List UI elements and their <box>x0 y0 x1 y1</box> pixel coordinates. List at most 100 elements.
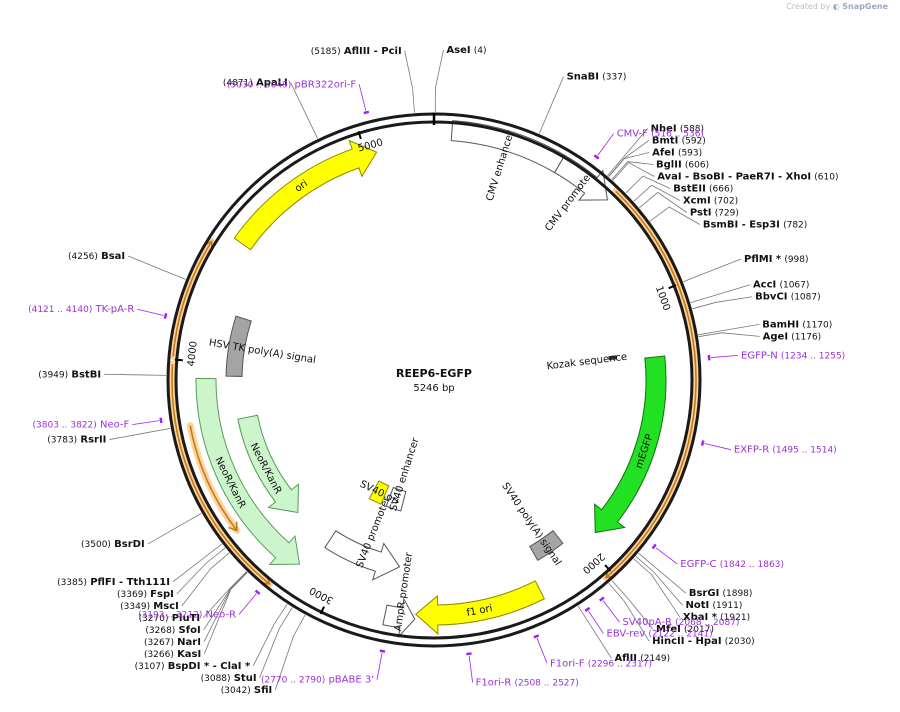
site-aflii[interactable]: AflII (2149) <box>614 653 670 664</box>
site-leader-pflfi-tth111i <box>172 543 223 583</box>
site-stui[interactable]: (3088) StuI <box>201 673 257 684</box>
site-bbvci[interactable]: BbvCI (1087) <box>755 292 820 303</box>
site-snabi[interactable]: SnaBI (337) <box>567 72 627 83</box>
primer-coords-egfp-n: (1234 .. 1255) <box>781 351 845 361</box>
site-psti[interactable]: PstI (729) <box>690 208 739 219</box>
site-name-bsrgi: BsrGI <box>689 588 719 599</box>
primer-leader-neo-f <box>132 420 160 425</box>
site-bspdi-clai[interactable]: (3107) BspDI * - ClaI * <box>135 661 251 672</box>
primer-neo-r[interactable]: (3193 .. 3212) Neo-R <box>138 610 236 621</box>
site-sfoi[interactable]: (3268) SfoI <box>145 625 200 636</box>
feature-kozak-sequence[interactable] <box>608 355 617 361</box>
site-position-bmti: (592) <box>682 137 706 147</box>
orf-line-3 <box>172 240 213 357</box>
primer-tk-pa-r[interactable]: (4121 .. 4140) TK-pA-R <box>28 304 134 315</box>
site-position-pflmi: (998) <box>784 255 808 265</box>
site-position-stui: (3088) <box>201 674 231 684</box>
feature-cmv-promoter-1[interactable] <box>554 154 608 201</box>
site-bsrdi[interactable]: (3500) BsrDI <box>81 539 145 550</box>
site-name-hincii-hpai: HincII - HpaI <box>652 636 721 647</box>
feature-sv40-poly-a-signal-4[interactable] <box>529 529 564 561</box>
primer-exfp-r[interactable]: EXFP-R (1495 .. 1514) <box>734 445 837 456</box>
feature-sv40-ori-9[interactable] <box>368 480 390 505</box>
primer-name-neo-f: Neo-F <box>100 420 130 431</box>
site-bsai[interactable]: (4256) BsaI <box>68 251 125 262</box>
site-avai-bsobi-paer7i-xhoi[interactable]: AvaI - BsoBI - PaeR7I - XhoI (610) <box>657 172 838 183</box>
site-afliii-pcii[interactable]: (5185) AflIII - PciI <box>311 46 402 57</box>
site-noti[interactable]: NotI (1911) <box>686 600 743 611</box>
site-position-snabi: (337) <box>602 73 626 83</box>
feature-sv40-promoter-7[interactable] <box>324 530 401 581</box>
orf-line-2 <box>189 425 238 531</box>
plasmid-title: REEP6-EGFP 5246 bp <box>396 367 472 394</box>
site-name-mfei: MfeI <box>656 624 681 635</box>
site-name-bamhi: BamHI <box>762 319 799 330</box>
site-pluti[interactable]: (3270) PluTI <box>139 613 201 624</box>
site-acci[interactable]: AccI (1067) <box>753 280 809 291</box>
backbone <box>166 112 702 648</box>
site-leader-snabi <box>538 76 564 134</box>
site-msci[interactable]: (3349) MscI <box>120 601 179 612</box>
primer-f1ori-r[interactable]: F1ori-R (2508 .. 2527) <box>476 678 579 689</box>
site-bstbi[interactable]: (3949) BstBI <box>38 369 101 380</box>
primer-mark-cmv-f <box>593 154 600 160</box>
feature-f1-ori-5[interactable] <box>414 580 545 636</box>
site-position-bsrgi: (1898) <box>722 589 752 599</box>
feature-neor-kanr-11[interactable] <box>237 414 300 514</box>
site-kasi[interactable]: (3266) KasI <box>144 649 201 660</box>
site-name-nhei: NheI <box>651 124 677 135</box>
feature-ampr-promoter-6[interactable] <box>382 597 416 639</box>
site-name-asei: AseI <box>446 45 470 56</box>
site-bmti[interactable]: BmtI (592) <box>652 136 706 147</box>
site-fspi[interactable]: (3369) FspI <box>117 589 174 600</box>
site-bsmbi-esp3i[interactable]: BsmBI - Esp3I (782) <box>703 220 807 231</box>
site-leader-kasi <box>203 572 248 654</box>
site-nhei[interactable]: NheI (588) <box>651 124 704 135</box>
site-xbai[interactable]: XbaI * (1921) <box>683 612 750 623</box>
feature-sv40-enhancer-8[interactable] <box>385 486 407 512</box>
site-position-bsrdi: (3500) <box>81 540 111 550</box>
feature-label-hsv-tk-poly-a-signal: HSV TK poly(A) signal <box>208 338 317 367</box>
site-leader-apali <box>290 82 318 139</box>
site-mfei[interactable]: MfeI (2017) <box>656 624 714 635</box>
primer-cmv-f[interactable]: CMV-F (516 .. 536) <box>617 129 704 140</box>
site-apali[interactable]: (4871) ApaLI <box>223 78 288 89</box>
primer-f1ori-f[interactable]: F1ori-F (2296 .. 2317) <box>550 658 652 669</box>
site-nari[interactable]: (3267) NarI <box>144 637 201 648</box>
site-name-afei: AfeI <box>652 148 675 159</box>
site-name-bmti: BmtI <box>652 136 679 147</box>
site-pflmi[interactable]: PflMI * (998) <box>744 254 809 265</box>
feature-neor-kanr-10[interactable] <box>195 377 301 565</box>
feature-hsv-tk-poly-a-signal-12[interactable] <box>225 315 252 377</box>
primer-ebv-rev[interactable]: EBV-rev (2122 .. 2141) <box>607 629 713 640</box>
site-name-agei: AgeI <box>763 331 788 342</box>
site-bsrgi[interactable]: BsrGI (1898) <box>689 588 753 599</box>
site-rsrii[interactable]: (3783) RsrII <box>47 435 106 446</box>
site-position-pluti: (3270) <box>139 614 169 624</box>
feature-megfp-3[interactable] <box>594 355 667 534</box>
site-position-bglii: (606) <box>685 161 709 171</box>
site-leader-bsrdi <box>147 512 202 545</box>
primer-mark-f1ori-r <box>466 652 472 656</box>
site-agei[interactable]: AgeI (1176) <box>763 331 822 342</box>
primer-pbr322ori-f[interactable]: (5030 .. 5049) pBR322ori-F <box>227 79 356 90</box>
site-pflfi-tth111i[interactable]: (3385) PflFI - Tth111I <box>57 577 170 588</box>
site-bamhi[interactable]: BamHI (1170) <box>762 319 832 330</box>
site-position-asei: (4) <box>474 46 487 56</box>
site-leader-hincii-hpai <box>608 582 650 642</box>
primer-sv40pa-r[interactable]: SV40pA-R (2068 .. 2087) <box>623 617 740 628</box>
primer-neo-f[interactable]: (3803 .. 3822) Neo-F <box>33 420 130 431</box>
primer-leader-egfp-n <box>711 354 739 358</box>
site-hincii-hpai[interactable]: HincII - HpaI (2030) <box>652 636 755 647</box>
site-sfii[interactable]: (3042) SfiI <box>221 685 272 696</box>
site-bsteii[interactable]: BstEII (666) <box>673 184 733 195</box>
site-xcmi[interactable]: XcmI (702) <box>683 196 738 207</box>
site-bglii[interactable]: BglII (606) <box>656 160 709 171</box>
primer-egfp-n[interactable]: EGFP-N (1234 .. 1255) <box>741 350 845 361</box>
site-afei[interactable]: AfeI (593) <box>652 148 702 159</box>
primer-pbabe-3[interactable]: (2770 .. 2790) pBABE 3' <box>261 675 374 686</box>
site-asei[interactable]: AseI (4) <box>446 45 486 56</box>
feature-ori-13[interactable] <box>233 139 378 251</box>
primer-egfp-c[interactable]: EGFP-C (1842 .. 1863) <box>680 559 784 570</box>
